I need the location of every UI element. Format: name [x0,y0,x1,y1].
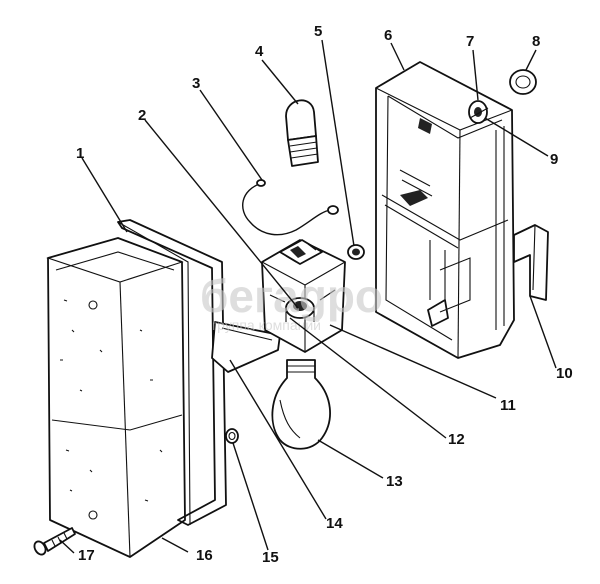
callout-2: 2 [138,107,146,124]
part-4-small-bulb [285,99,319,167]
leader-lines [59,39,557,554]
callout-5: 5 [314,23,322,40]
watermark-sub: группа компаний [212,317,321,333]
callout-16: 16 [196,547,213,564]
part-15-washer [225,428,239,444]
callout-10: 10 [556,365,573,382]
callout-13: 13 [386,473,403,490]
part-7-9-screw [468,100,489,124]
part-3-wire [242,179,339,236]
callout-1: 1 [76,145,84,162]
part-10-bracket [513,224,549,301]
callout-6: 6 [384,27,392,44]
part-11-12-socket-bracket [261,239,346,353]
callout-11: 11 [500,397,516,414]
part-6-housing [375,61,515,359]
callout-17: 17 [78,547,95,564]
part-13-bulb [271,359,331,450]
callout-15: 15 [262,549,279,566]
callout-12: 12 [448,431,465,448]
callout-9: 9 [550,151,558,168]
part-1-gasket [117,219,227,526]
callout-7: 7 [466,33,474,50]
watermark: бегаgpo группа компаний [200,270,383,333]
callout-3: 3 [192,75,200,92]
callout-4: 4 [255,43,264,60]
callout-labels: 1 2 3 4 5 6 7 8 9 10 11 12 13 14 15 16 1… [76,23,573,566]
watermark-main: бегаgpo [200,270,383,322]
callout-8: 8 [532,33,540,50]
part-8-washer [509,69,537,95]
part-16-lens [46,237,186,558]
part-5-grommet [347,244,365,260]
callout-14: 14 [326,515,343,532]
part-17-screw [33,527,76,556]
